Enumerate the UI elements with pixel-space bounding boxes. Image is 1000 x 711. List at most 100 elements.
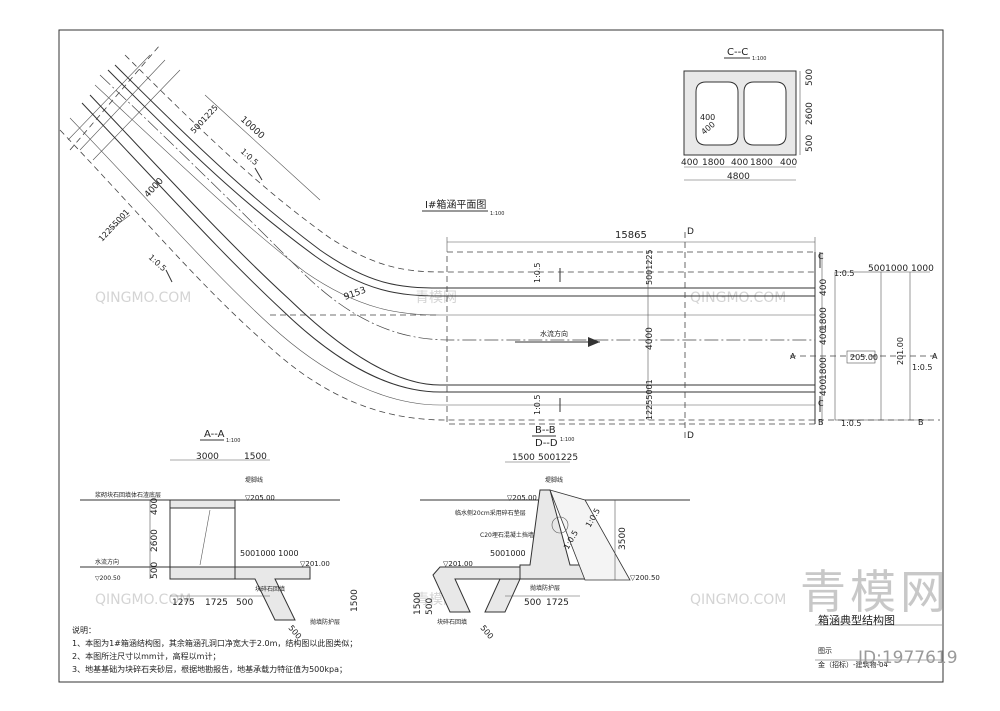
slope-label: 1:0.5 — [912, 363, 933, 372]
section-aa-scale: 1:100 — [226, 438, 240, 444]
section-mark-d: D — [687, 431, 694, 441]
title-block: 箱涵典型结构图 图示 金（招标）-建筑物-04 — [818, 612, 895, 670]
section-mark-c: C — [818, 399, 824, 408]
section-mark-a: A — [932, 352, 938, 361]
plan-view: 15865 4000 400 1800 400 1800 400 5001000… — [59, 44, 940, 441]
label-c20: C20埋石混凝土挡墙 — [480, 531, 534, 539]
dim-right-2: 400 — [819, 328, 829, 345]
section-mark-c: C — [818, 252, 824, 261]
dim-cc-r2: 500 — [805, 135, 815, 152]
section-cc-title: C--C — [727, 47, 748, 58]
section-bb-title: B--B — [535, 425, 556, 436]
dim-aa-3000: 3000 — [196, 452, 219, 462]
dim-cc-r0: 500 — [805, 69, 815, 86]
dim-bb-3500: 3500 — [618, 527, 628, 550]
drawing-frame — [58, 29, 944, 683]
plan-scale: 1:100 — [490, 211, 504, 217]
note-item: 2、本图所注尺寸以mm计，高程以m计； — [72, 652, 221, 661]
dim-right-1: 1800 — [819, 307, 829, 330]
dim-cc-b4: 400 — [780, 158, 797, 168]
label-crest-bb: 堤脚线 — [545, 476, 563, 484]
dim-4000: 4000 — [645, 327, 655, 350]
dim-aa-1500v: 1500 — [350, 589, 360, 612]
label-cushion: 抛填防护层 — [310, 618, 340, 626]
dim-aa-1725: 1725 — [205, 598, 228, 608]
note-item: 1、本图为1#箱涵结构图，其余箱涵孔洞口净宽大于2.0m，结构图以此图类似； — [72, 639, 358, 648]
dim-cc-inner: 400 — [700, 113, 715, 122]
drawing-title: 箱涵典型结构图 — [818, 614, 895, 627]
section-aa: A--A 1:100 3000 1500 浆砌块石回填体石渣底层 堤脚线 ▽20… — [80, 429, 360, 641]
flow-direction-label: 水流方向 — [540, 329, 568, 338]
slope-label: 1:0.5 — [841, 419, 862, 428]
label-backfill: 浆砌块石回填体石渣底层 — [95, 491, 161, 499]
dim-bb-1725: 1725 — [546, 598, 569, 608]
dim-aa-1275: 1275 — [172, 598, 195, 608]
dim-bb-500d: 500 — [478, 624, 495, 641]
label-water: 水流方向 — [95, 558, 119, 566]
culvert-cell-right — [743, 81, 787, 146]
dim-cc-b1: 1800 — [702, 158, 725, 168]
dim-cc-b3: 1800 — [750, 158, 773, 168]
section-bb: B--B D--D 1:100 1500 5001225 堤脚线 ▽205.00… — [413, 425, 690, 641]
notes-block: 说明： 1、本图为1#箱涵结构图，其余箱涵孔洞口净宽大于2.0m，结构图以此图类… — [72, 624, 357, 676]
dim-diag-mid: 5001225 — [189, 103, 220, 135]
dim-bb-1500: 1500 — [512, 453, 535, 463]
label-crest: 堤脚线 — [245, 476, 263, 484]
dim-aa-1500: 1500 — [244, 452, 267, 462]
watermark-text: QINGMO.COM — [690, 290, 786, 306]
elev-bb-mid: ▽201.00 — [443, 560, 473, 568]
slope-label: 1:0.5 — [834, 269, 855, 278]
dim-cc-b2: 400 — [731, 158, 748, 168]
drawing-number: 金（招标）-建筑物-04 — [818, 661, 888, 669]
label-cushion-bb: 抛填防护层 — [530, 584, 560, 592]
section-mark-d: D — [687, 227, 694, 237]
dim-cc-total: 4800 — [727, 172, 750, 182]
dim-bb-mid: 5001000 — [490, 549, 526, 558]
dim-cc-b0: 400 — [681, 158, 698, 168]
slope-label: 1:0.5 — [147, 253, 168, 273]
watermark-logo: 青模网 — [800, 565, 950, 619]
section-mark-a: A — [790, 352, 796, 361]
section-dd-title: D--D — [535, 438, 558, 449]
dim-diag-1225: 12255001 — [97, 207, 131, 243]
dim-bb-1500v: 1500 — [413, 592, 423, 615]
section-mark-b: B — [918, 418, 924, 427]
watermark-text: QINGMO.COM — [95, 592, 191, 608]
elev-205: 205.00 — [850, 353, 878, 362]
dim-bb-500v: 500 — [425, 598, 435, 615]
note-item: 3、地基基础为块碎石夹砂层，根据地勘报告，地基承载力特征值为500kpa； — [72, 665, 347, 674]
watermark-text: QINGMO.COM — [95, 290, 191, 306]
dim-bb-500: 500 — [524, 598, 541, 608]
section-cc: C--C 1:100 400 1800 400 1800 400 4800 50… — [681, 47, 815, 182]
aa-apron — [234, 566, 311, 621]
section-mark-b: B — [818, 418, 824, 427]
section-bb-scale: 1:100 — [560, 437, 574, 443]
dim-aa-2600: 2600 — [150, 529, 160, 552]
elev-bb-top: ▽205.00 — [507, 494, 537, 502]
elev-aa-top: ▽205.00 — [245, 494, 275, 502]
dim-cc-r1: 2600 — [805, 102, 815, 125]
elev-aa-low: ▽200.50 — [95, 575, 121, 582]
culvert-cell-left — [695, 81, 739, 146]
slope-label: 1:0.5 — [533, 394, 542, 415]
dim-diag-10000: 10000 — [238, 115, 266, 142]
dim-aa-mid: 5001000 1000 — [240, 549, 299, 558]
slope-label: 1:0.5 — [533, 262, 542, 283]
dim-right-3: 1800 — [819, 357, 829, 380]
elev-201: 201.00 — [896, 337, 905, 365]
elev-bb-low: ▽200.50 — [630, 574, 660, 582]
flow-centerline — [99, 74, 815, 341]
drawing-no-label: 图示 — [818, 647, 832, 655]
slope-label: 1:0.5 — [239, 147, 260, 167]
dim-right-top: 5001000 1000 — [868, 264, 934, 274]
dim-left-bot: 12255001 — [645, 379, 654, 420]
section-aa-title: A--A — [204, 429, 225, 440]
dim-aa-400: 400 — [150, 498, 160, 515]
label-stone-bb: 块碎石回填 — [437, 618, 467, 626]
watermark-text: 青模网 — [415, 290, 457, 306]
watermark-id: ID:1977619 — [858, 648, 958, 668]
dim-bb-5001225: 5001225 — [538, 453, 578, 463]
dim-aa-500: 500 — [150, 562, 160, 579]
watermark-text: QINGMO.COM — [690, 592, 786, 608]
